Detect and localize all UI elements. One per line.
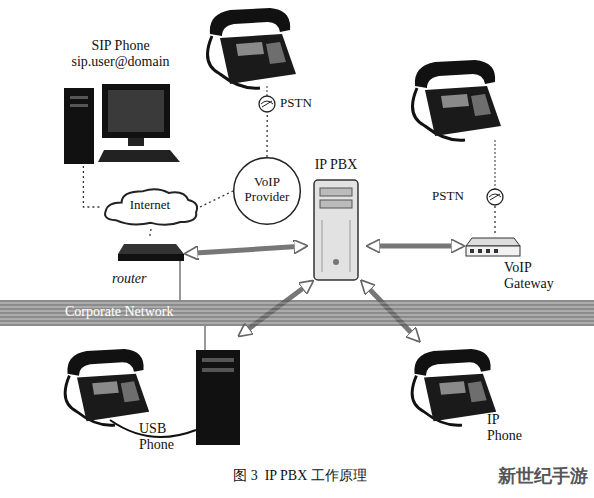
circle-outline [234, 158, 301, 225]
phone-line [495, 140, 496, 189]
double-arrow [369, 244, 462, 249]
usb-phone [65, 349, 149, 425]
watermark: 新世纪手游 [498, 466, 590, 487]
network-wire [180, 261, 181, 300]
network-band: Corporate Network [0, 300, 594, 326]
node-label: Internet [102, 198, 198, 213]
device-node: USB Phone [55, 335, 250, 460]
node-label: Corporate Network [65, 304, 265, 320]
link-line [83, 166, 102, 207]
link-line [494, 206, 495, 234]
computer [110, 326, 240, 445]
phone-line [267, 86, 268, 96]
figure-caption: 图 3 IP PBX 工作原理 [200, 468, 400, 484]
ip-phone [412, 349, 496, 425]
server-node: IP PBX [305, 157, 369, 282]
pstn-node: PSTN [258, 95, 330, 113]
computer-node: SIP Phone sip.user@domain [58, 38, 185, 166]
link-line [200, 191, 233, 207]
provider-circle: VoIP Provider [233, 157, 301, 225]
gateway-node: VoIP Gateway [462, 234, 572, 296]
gateway-device [466, 238, 520, 256]
desk-phone [208, 8, 297, 88]
node-label: PSTN [280, 96, 328, 111]
desk-phone [413, 60, 502, 140]
double-arrow [187, 246, 305, 254]
node-label: router [112, 271, 162, 287]
node-label: IP PBX [305, 157, 367, 173]
router-device [118, 244, 184, 261]
pstn-symbol [259, 96, 275, 112]
node-label: IP Phone [487, 412, 535, 444]
internet-cloud: Internet [102, 185, 200, 229]
link-line [266, 113, 268, 157]
pstn-node: PSTN [432, 188, 504, 206]
device-node: IP Phone [405, 340, 537, 455]
server [314, 180, 358, 280]
node-label: USB Phone [139, 421, 187, 453]
node-label: VoIP Gateway [504, 260, 566, 292]
node-label: PSTN [432, 189, 484, 204]
node-label: VoIP Provider [235, 175, 299, 205]
router-node: router [112, 238, 187, 290]
computer [64, 84, 180, 164]
node-label: SIP Phone sip.user@domain [58, 38, 183, 70]
link-line [150, 229, 152, 238]
pstn-symbol [487, 189, 503, 205]
